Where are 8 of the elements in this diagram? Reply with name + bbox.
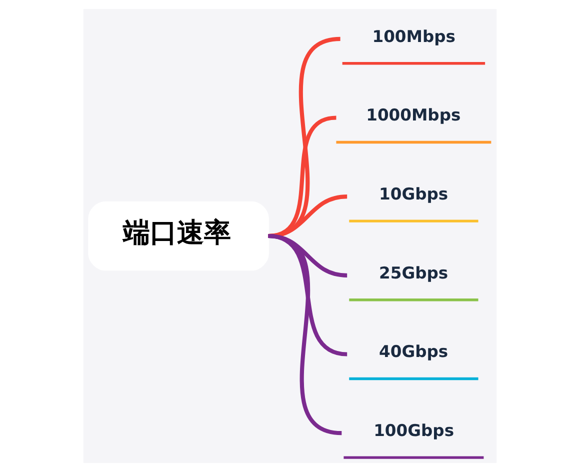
node-text: 25Gbps	[378, 262, 448, 282]
node-text: 1000Mbps	[366, 105, 460, 124]
connector	[267, 234, 342, 435]
node-text: 40Gbps	[378, 342, 448, 361]
node-text: 100Gbps	[373, 420, 454, 440]
node-box: 端口速率	[88, 200, 268, 270]
node-text: 10Gbps	[378, 184, 448, 203]
node-text: 100Mbps	[372, 26, 456, 46]
